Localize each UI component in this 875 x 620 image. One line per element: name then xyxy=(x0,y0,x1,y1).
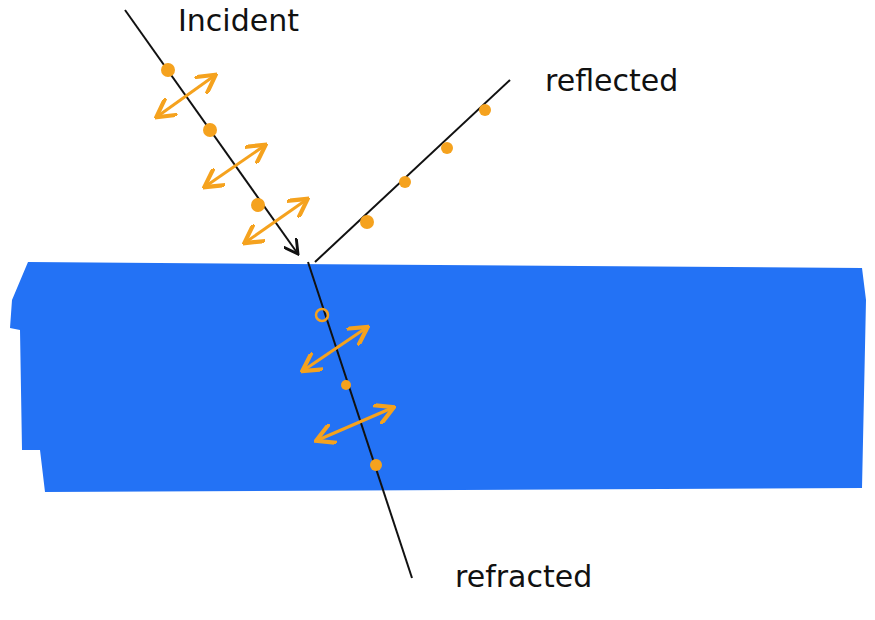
polarization-dots xyxy=(161,63,491,471)
ray-label: Incident xyxy=(178,4,299,37)
polarization-circle xyxy=(316,309,328,321)
ray-label: refracted xyxy=(455,560,592,593)
medium-slab xyxy=(10,262,866,492)
reflected-ray xyxy=(315,80,510,262)
refracted-ray xyxy=(308,262,412,578)
incident-ray xyxy=(125,10,298,254)
ray-label: reflected xyxy=(545,64,678,97)
polarization-arrows xyxy=(158,76,392,440)
